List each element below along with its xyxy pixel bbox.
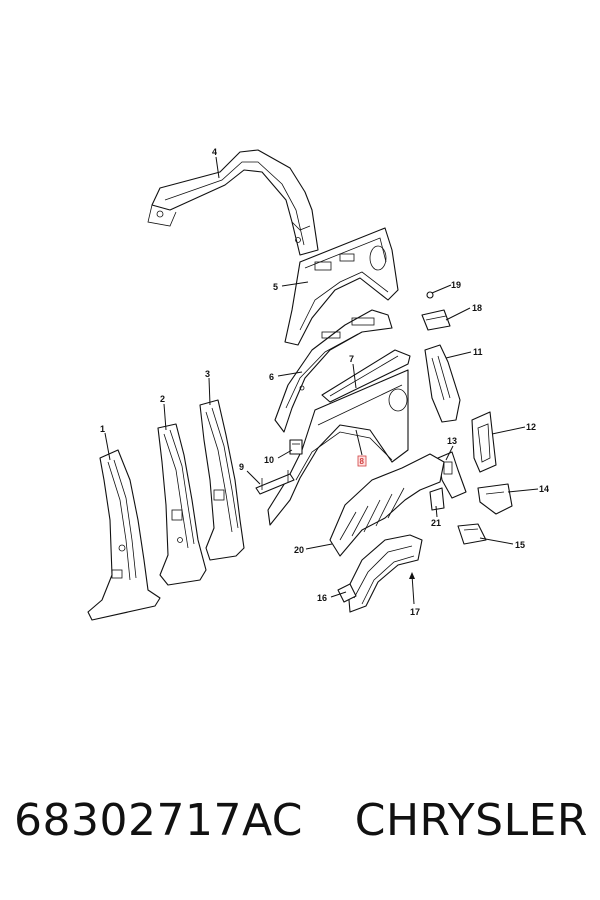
callout-8-highlight: [357, 455, 367, 467]
callout-19[interactable]: 19: [451, 280, 461, 290]
callout-10[interactable]: 10: [264, 455, 274, 465]
callout-21[interactable]: 21: [431, 518, 441, 528]
part-number: 68302717AC: [14, 795, 304, 846]
callout-9[interactable]: 9: [239, 462, 244, 472]
callout-8[interactable]: 8: [360, 457, 365, 466]
part-19-fastener[interactable]: [426, 291, 434, 299]
callout-3[interactable]: 3: [205, 369, 210, 379]
part-3-c-pillar[interactable]: [199, 399, 245, 561]
part-17-wheelhouse-liner[interactable]: [347, 534, 423, 613]
callout-17[interactable]: 17: [410, 607, 420, 617]
part-21-plate[interactable]: [429, 487, 445, 511]
callout-7[interactable]: 7: [349, 354, 354, 364]
callout-labels: 1 2 3 4 5 6 7 8 9 10 11 12 13 14 15 16 1…: [100, 147, 549, 617]
callout-11[interactable]: 11: [473, 347, 483, 357]
leader-lines: [104, 156, 539, 605]
part-9-bracket[interactable]: [255, 470, 295, 495]
part-5-upper-quarter-panel[interactable]: [284, 227, 399, 346]
part-4-roof-rail[interactable]: [147, 149, 319, 256]
part-15-lower-bracket[interactable]: [457, 523, 487, 545]
callout-14[interactable]: 14: [539, 484, 549, 494]
part-10-clip[interactable]: [289, 439, 303, 455]
part-11-d-pillar-reinforcement[interactable]: [424, 344, 461, 423]
part-18-connector[interactable]: [421, 309, 451, 331]
part-13-fuel-housing[interactable]: [437, 451, 467, 499]
callout-20[interactable]: 20: [294, 545, 304, 555]
callout-6[interactable]: 6: [269, 372, 274, 382]
part-14-latch-bracket[interactable]: [477, 483, 513, 515]
part-1-a-pillar[interactable]: [87, 449, 161, 621]
part-2-b-pillar[interactable]: [157, 423, 207, 586]
callout-12[interactable]: 12: [526, 422, 536, 432]
part-7-reinforcement-strip[interactable]: [321, 349, 411, 403]
brand-name: CHRYSLER: [354, 795, 588, 846]
callout-1[interactable]: 1: [100, 424, 105, 434]
callout-2[interactable]: 2: [160, 394, 165, 404]
footer-caption: 68302717AC CHRYSLER: [0, 795, 600, 865]
callout-4[interactable]: 4: [212, 147, 217, 157]
part-20-inner-wheelhouse[interactable]: [329, 453, 445, 557]
part-6-wheelhouse-arch[interactable]: [274, 309, 393, 433]
callout-13[interactable]: 13: [447, 436, 457, 446]
part-12-taillamp-pocket[interactable]: [471, 411, 497, 473]
callout-16[interactable]: 16: [317, 593, 327, 603]
parts-diagram: 1 2 3 4 5 6 7 8 9 10 11 12 13 14 15 16 1…: [87, 147, 549, 621]
part-16-liner-edge[interactable]: [337, 583, 357, 603]
callout-18[interactable]: 18: [472, 303, 482, 313]
callout-15[interactable]: 15: [515, 540, 525, 550]
callout-5[interactable]: 5: [273, 282, 278, 292]
